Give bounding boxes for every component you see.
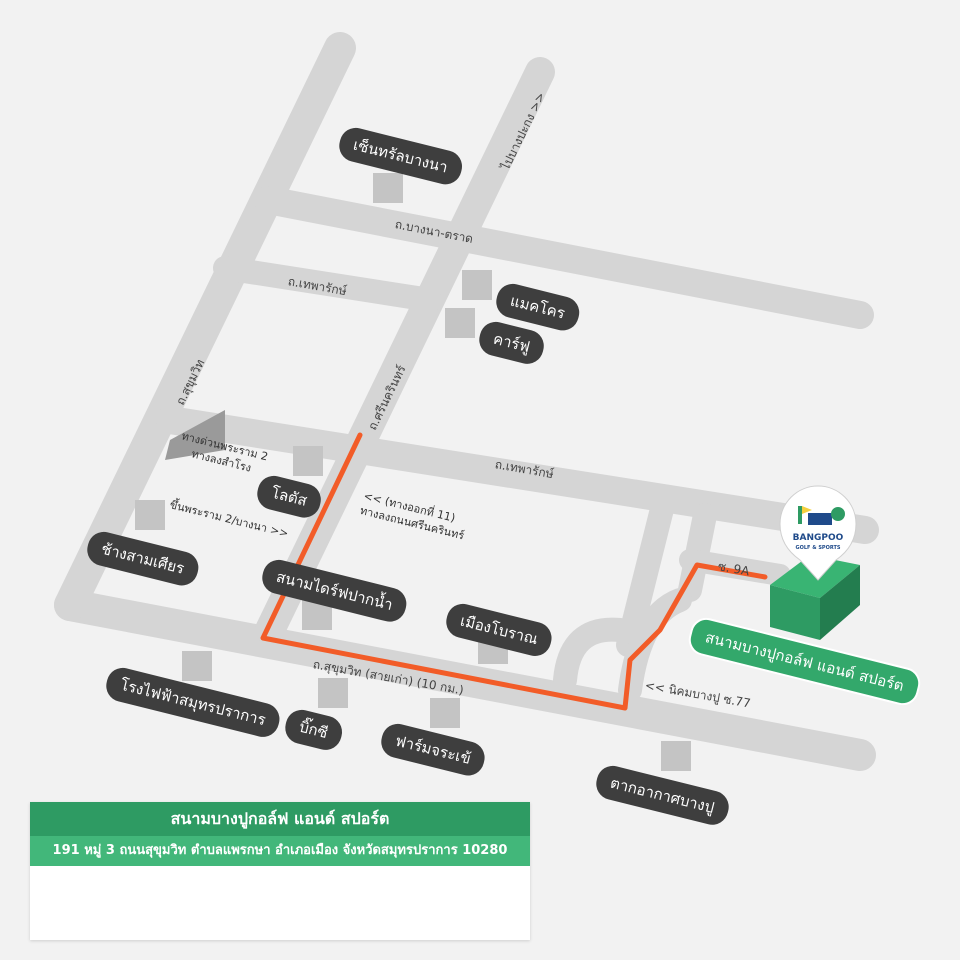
road-soi-9a [679, 549, 791, 586]
building-makro [462, 270, 492, 300]
logo-building-icon [808, 513, 832, 525]
road-connector-1 [616, 493, 675, 657]
logo-flag-icon [798, 506, 802, 524]
road-thepharak-south [156, 406, 879, 544]
road-loop-2 [618, 588, 692, 702]
road-thepharak-north [213, 256, 442, 312]
road-network [54, 32, 879, 771]
road-sukhumvit-west [54, 32, 356, 621]
road-srinakarin [255, 57, 555, 645]
building-carrefour [445, 308, 475, 338]
building-power [182, 651, 212, 681]
logo-text-2: GOLF & SPORTS [796, 545, 841, 551]
road-loop [553, 617, 632, 692]
road-bangna-trat [254, 186, 874, 329]
logo-tree-icon [831, 507, 845, 521]
expressway-ramp [165, 410, 225, 460]
building-bangpu [661, 741, 691, 771]
destination-block-side [820, 565, 860, 640]
destination-block-front [770, 585, 820, 640]
logo-flag-cloth [802, 506, 812, 514]
panel-title: สนามบางปูกอล์ฟ แอนด์ สปอร์ต [30, 802, 530, 836]
panel-address: 191 หมู่ 3 ถนนสุขุมวิท ตำบลแพรกษา อำเภอเ… [30, 836, 530, 866]
building-chang [135, 500, 165, 530]
info-panel: สนามบางปูกอล์ฟ แอนด์ สปอร์ต 191 หมู่ 3 ถ… [30, 802, 530, 940]
logo-text-1: BANGPOO [793, 533, 844, 543]
building-crocodile [430, 698, 460, 728]
building-central [373, 173, 403, 203]
route-path [260, 432, 768, 711]
road-sukhumvit-old [54, 589, 876, 771]
buildings [135, 173, 691, 771]
building-bigc [318, 678, 348, 708]
bangpoo-logo-pin: BANGPOO GOLF & SPORTS [779, 485, 857, 581]
building-lotus [293, 446, 323, 476]
